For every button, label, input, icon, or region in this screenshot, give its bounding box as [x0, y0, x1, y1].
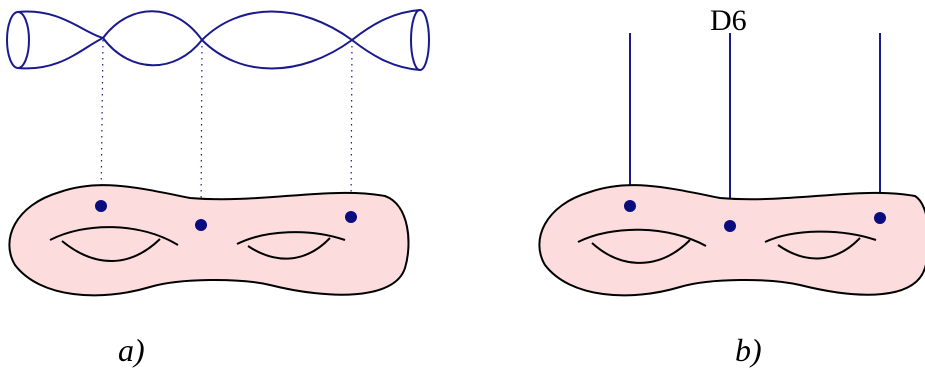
point-2 — [724, 220, 736, 232]
projection-line-1 — [100, 39, 104, 204]
point-2 — [195, 219, 207, 231]
point-3 — [345, 211, 357, 223]
fiber-tube — [6, 9, 430, 71]
panel-a-label: a) — [118, 332, 145, 368]
genus-two-surface — [8, 184, 410, 297]
projection-line-3 — [350, 39, 353, 215]
handle-left — [49, 226, 179, 262]
handle-left — [577, 228, 707, 264]
panel-b-label: b) — [735, 332, 762, 368]
projection-line-2 — [200, 39, 203, 223]
handle-right — [236, 231, 346, 260]
point-3 — [874, 212, 886, 224]
panel-a: a) — [6, 9, 430, 368]
genus-two-surface — [538, 184, 925, 297]
d6-label: D6 — [710, 4, 747, 37]
point-1 — [624, 200, 636, 212]
handle-right — [764, 230, 877, 260]
panel-b: D6 b) — [538, 4, 925, 368]
point-1 — [95, 200, 107, 212]
